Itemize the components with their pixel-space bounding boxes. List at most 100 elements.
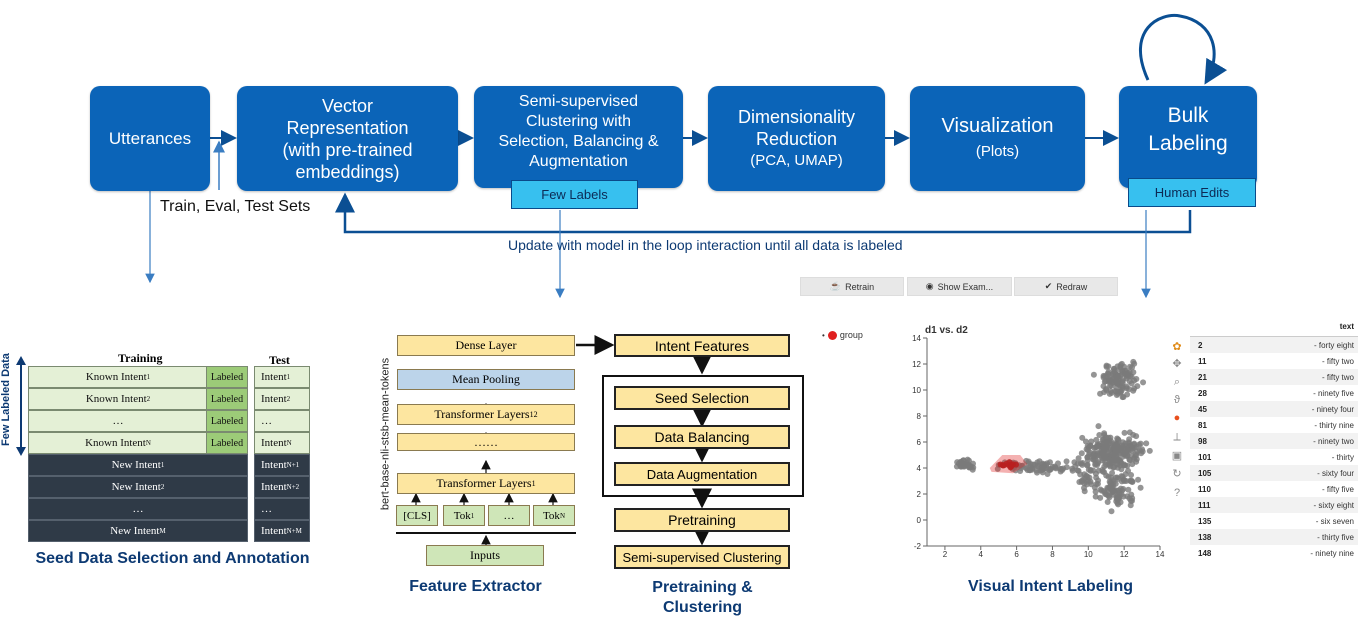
list-item[interactable]: 45- ninety four: [1190, 401, 1358, 417]
x-tick-label: 12: [1120, 550, 1129, 558]
loop-label: Update with model in the loop interactio…: [508, 237, 903, 253]
list-item-id: 101: [1198, 453, 1212, 462]
y-tick-label: 14: [912, 334, 921, 343]
data-point: [1130, 369, 1137, 376]
list-header: text: [1339, 322, 1354, 331]
data-point: [1101, 389, 1108, 396]
lasso-icon[interactable]: ϑ: [1173, 394, 1180, 406]
dense-layer: Dense Layer: [397, 335, 575, 356]
data-point: [1137, 440, 1144, 447]
data-point: [1091, 444, 1098, 451]
data-point: [1084, 454, 1091, 461]
selected-point: [1008, 462, 1015, 469]
data-point: [1069, 465, 1076, 472]
y-tick-label: 2: [917, 490, 922, 499]
list-item[interactable]: 110- fifty five: [1190, 481, 1358, 497]
data-point: [1118, 448, 1125, 455]
retrain-label: Retrain: [845, 281, 875, 292]
list-item[interactable]: 28- ninety five: [1190, 385, 1358, 401]
list-item[interactable]: 98- ninety two: [1190, 433, 1358, 449]
selected-point: [1000, 462, 1007, 469]
show-examples-button[interactable]: ◉ Show Exam...: [907, 277, 1012, 296]
data-point: [1137, 484, 1144, 491]
eye-icon: ◉: [925, 281, 934, 291]
list-item[interactable]: 11 - fifty two: [1190, 353, 1358, 369]
data-point: [1108, 508, 1115, 515]
data-point: [1036, 458, 1043, 465]
data-point: [1106, 378, 1113, 385]
data-balancing-box: Data Balancing: [614, 425, 790, 449]
data-point: [968, 463, 975, 470]
box-zoom-icon[interactable]: ⌕: [1173, 376, 1181, 388]
clustering-line-2: Clustering with: [526, 113, 631, 130]
list-item-id: 2: [1198, 341, 1203, 350]
token-box: [CLS]: [396, 505, 438, 526]
data-point: [1125, 439, 1132, 446]
labeled-cell: Labeled: [206, 388, 248, 410]
list-item[interactable]: 81 - thirty nine: [1190, 417, 1358, 433]
bulk-line-1: Bulk: [1167, 104, 1209, 127]
list-item-id: 11: [1198, 357, 1207, 366]
clustering-line-3: Selection, Balancing &: [498, 133, 659, 150]
labeled-cell: Labeled: [206, 410, 248, 432]
data-point: [1082, 438, 1089, 445]
data-point: [1102, 453, 1109, 460]
list-item-text: - thirty nine: [1314, 421, 1354, 430]
data-point: [1128, 472, 1135, 479]
data-point: [1133, 433, 1140, 440]
data-point: [1131, 385, 1138, 392]
help-icon[interactable]: ?: [1173, 487, 1181, 499]
data-point: [1126, 429, 1133, 436]
list-item[interactable]: 105- sixty four: [1190, 465, 1358, 481]
list-item[interactable]: 21- fifty two: [1190, 369, 1358, 385]
list-item[interactable]: 135- six seven: [1190, 513, 1358, 529]
data-point: [994, 465, 1001, 472]
list-item-text: - sixty eight: [1313, 501, 1354, 510]
list-item-id: 135: [1198, 517, 1212, 526]
y-tick-label: 8: [917, 412, 922, 421]
save-icon[interactable]: ▣: [1171, 450, 1183, 462]
data-point: [1038, 464, 1045, 471]
pretraining-box: Pretraining: [614, 508, 790, 532]
list-item-id: 81: [1198, 421, 1207, 430]
list-item[interactable]: 148- ninety nine: [1190, 545, 1358, 561]
list-item[interactable]: 138- thirty five: [1190, 529, 1358, 545]
list-item[interactable]: 101- thirty: [1190, 449, 1358, 465]
data-point: [1058, 466, 1065, 473]
poly-select-icon[interactable]: ⟂: [1173, 431, 1181, 443]
new-intent-cell: …: [28, 498, 248, 520]
data-point: [1079, 434, 1086, 441]
inputs-box: Inputs: [426, 545, 544, 566]
data-point: [1027, 461, 1034, 468]
data-point: [1092, 493, 1099, 500]
visualization-sub: (Plots): [975, 142, 1020, 160]
data-point: [1074, 467, 1081, 474]
data-point: [1101, 469, 1108, 476]
data-point: [1128, 477, 1135, 484]
data-point: [1104, 498, 1111, 505]
data-point: [1139, 446, 1146, 453]
list-item-id: 148: [1198, 549, 1212, 558]
dimred-sub: (PCA, UMAP): [750, 151, 843, 169]
redraw-button[interactable]: ✔ Redraw: [1014, 277, 1118, 296]
list-item-text: - fifty two: [1321, 357, 1354, 366]
data-point: [1096, 431, 1103, 438]
list-item[interactable]: 111- sixty eight: [1190, 497, 1358, 513]
data-point: [1119, 379, 1126, 386]
data-point: [1090, 371, 1097, 378]
list-item[interactable]: 2- forty eight: [1190, 337, 1358, 353]
train-eval-test-label: Train, Eval, Test Sets: [160, 198, 311, 215]
pan-icon[interactable]: ✥: [1172, 358, 1182, 370]
x-tick-label: 6: [1014, 550, 1019, 558]
test-header: Test: [269, 353, 290, 367]
reset-icon[interactable]: ↻: [1172, 468, 1182, 480]
retrain-button[interactable]: ☕ Retrain: [800, 277, 904, 296]
feature-caption: Feature Extractor: [409, 578, 542, 595]
list-item-text: - ninety two: [1313, 437, 1354, 446]
tap-icon[interactable]: ●: [1173, 412, 1181, 424]
